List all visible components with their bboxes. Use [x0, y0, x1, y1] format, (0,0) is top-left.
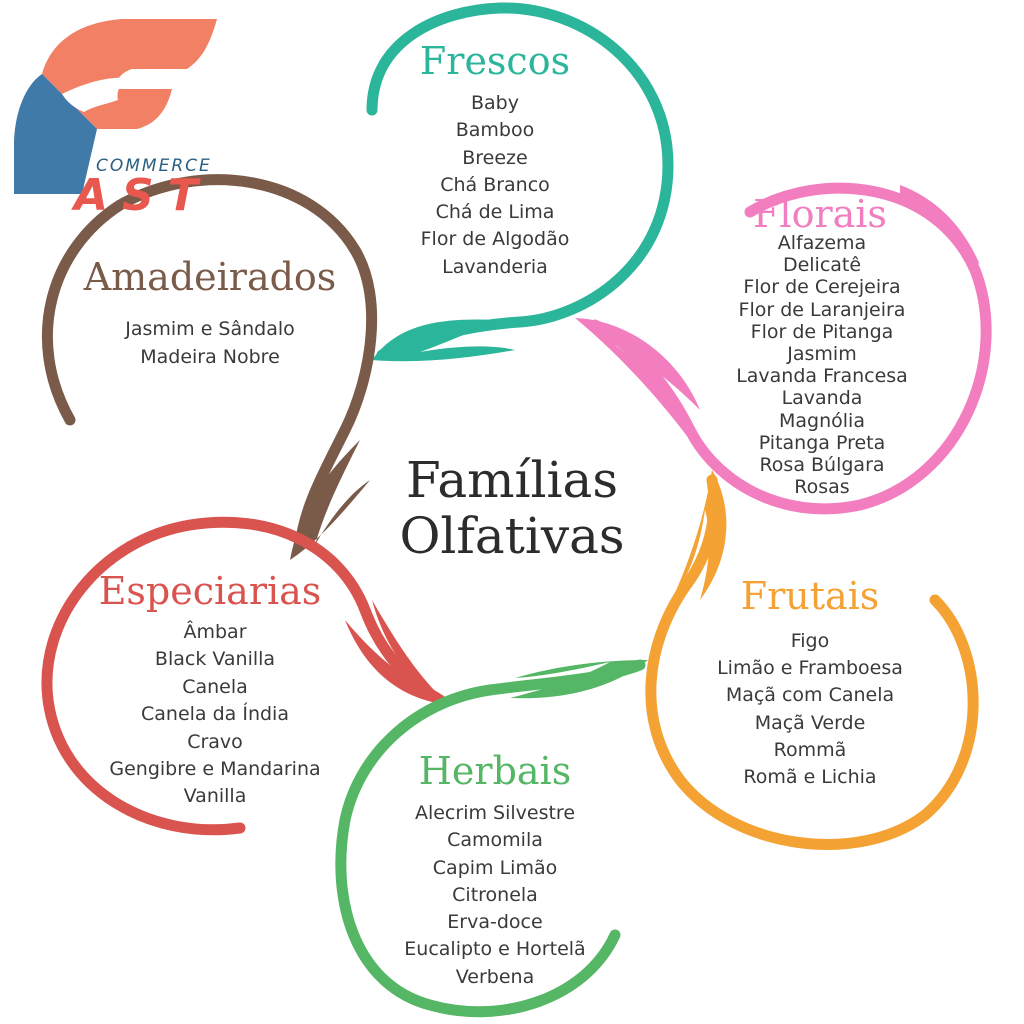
- frutais-item: Maçã com Canela: [725, 684, 895, 707]
- herbais-ring: [335, 659, 648, 1018]
- frutais-leaf: [672, 470, 727, 600]
- frescos-item: Chá de Lima: [435, 201, 555, 224]
- logo-commerce-text: COMMERCE: [96, 156, 212, 176]
- florais-item: Delicatê: [782, 254, 862, 277]
- frescos-item: Lavanderia: [442, 255, 548, 278]
- florais-title: Florais: [753, 192, 887, 236]
- amadeirados-leaf: [290, 440, 370, 560]
- especiarias-item: Cravo: [187, 730, 243, 753]
- florais-ring: [575, 182, 992, 515]
- florais-item: Flor de Cerejeira: [743, 276, 901, 299]
- frescos-title: Frescos: [419, 39, 571, 83]
- florais-item: Flor de Pitanga: [750, 320, 894, 343]
- frutais-ring: [645, 470, 979, 850]
- amadeirados-arc: [41, 174, 378, 551]
- amadeirados-item: Madeira Nobre: [140, 346, 280, 368]
- frescos-item: Bamboo: [455, 119, 535, 142]
- frescos-item: Breeze: [462, 146, 528, 169]
- especiarias-arc: [41, 516, 446, 836]
- frutais-item: Limão e Framboesa: [717, 657, 903, 680]
- florais-item: Rosa Búlgara: [759, 454, 885, 477]
- herbais-title: Herbais: [418, 749, 572, 793]
- center-title-line1: Famílias: [406, 451, 618, 509]
- amadeirados-item: Jasmim e Sândalo: [125, 318, 295, 340]
- especiarias-item: Vanilla: [183, 785, 247, 808]
- herbais-item: Erva-doce: [447, 911, 543, 934]
- center-title: Famílias Olfativas: [312, 452, 712, 564]
- frutais-item: Rommã: [773, 738, 847, 761]
- frutais-title: Frutais: [740, 574, 880, 618]
- herbais-item: Capim Limão: [432, 856, 558, 879]
- especiarias-title: Especiarias: [98, 569, 322, 613]
- herbais-leaf: [510, 660, 648, 699]
- especiarias-leaf: [345, 600, 450, 705]
- especiarias-item: Gengibre e Mandarina: [109, 758, 321, 781]
- especiarias-item: Âmbar: [183, 621, 247, 643]
- especiarias-item: Black Vanilla: [154, 648, 276, 671]
- especiarias-ring: [41, 516, 450, 836]
- frutais-item: Romã e Lichia: [743, 766, 877, 789]
- frescos-item: Chá Branco: [440, 173, 550, 196]
- frescos-arc: [366, 2, 674, 361]
- center-title-line2: Olfativas: [399, 507, 625, 565]
- frutais-item: Figo: [790, 630, 830, 652]
- especiarias-item: Canela da Índia: [141, 703, 289, 726]
- amadeirados-title: Amadeirados: [83, 255, 337, 299]
- fast-commerce-logo: COMMERCE AST: [12, 14, 232, 221]
- herbais-item: Citronela: [452, 883, 538, 906]
- herbais-item: Camomila: [447, 829, 543, 852]
- frescos-leaf: [372, 319, 515, 362]
- frutais-item: Maçã Verde: [754, 711, 866, 734]
- herbais-item: Eucalipto e Hortelã: [404, 938, 586, 961]
- florais-item: Jasmim: [787, 343, 857, 366]
- frescos-ring: [366, 2, 674, 362]
- florais-leaf-top: [900, 185, 980, 265]
- florais-leaf: [575, 318, 700, 440]
- florais-item: Lavanda: [781, 387, 863, 410]
- florais-item: Alfazema: [777, 232, 867, 254]
- florais-item: Lavanda Francesa: [736, 365, 908, 388]
- florais-item: Flor de Laranjeira: [738, 298, 906, 321]
- especiarias-item: Canela: [182, 675, 248, 698]
- florais-item: Pitanga Preta: [758, 431, 886, 454]
- herbais-item: Alecrim Silvestre: [414, 802, 576, 824]
- herbais-arc: [335, 659, 646, 1018]
- frutais-arc: [645, 474, 979, 850]
- logo-ast-text: AST: [74, 170, 212, 221]
- frescos-item: Baby: [471, 92, 519, 114]
- herbais-item: Verbena: [455, 965, 535, 988]
- florais-item: Magnólia: [779, 409, 865, 432]
- logo-bull-icon: [62, 77, 127, 112]
- florais-item: Rosas: [794, 476, 850, 499]
- amadeirados-ring: [41, 174, 378, 560]
- logo-f-stem: [14, 74, 97, 194]
- logo-mark: [14, 19, 217, 194]
- frescos-item: Flor de Algodão: [420, 228, 570, 251]
